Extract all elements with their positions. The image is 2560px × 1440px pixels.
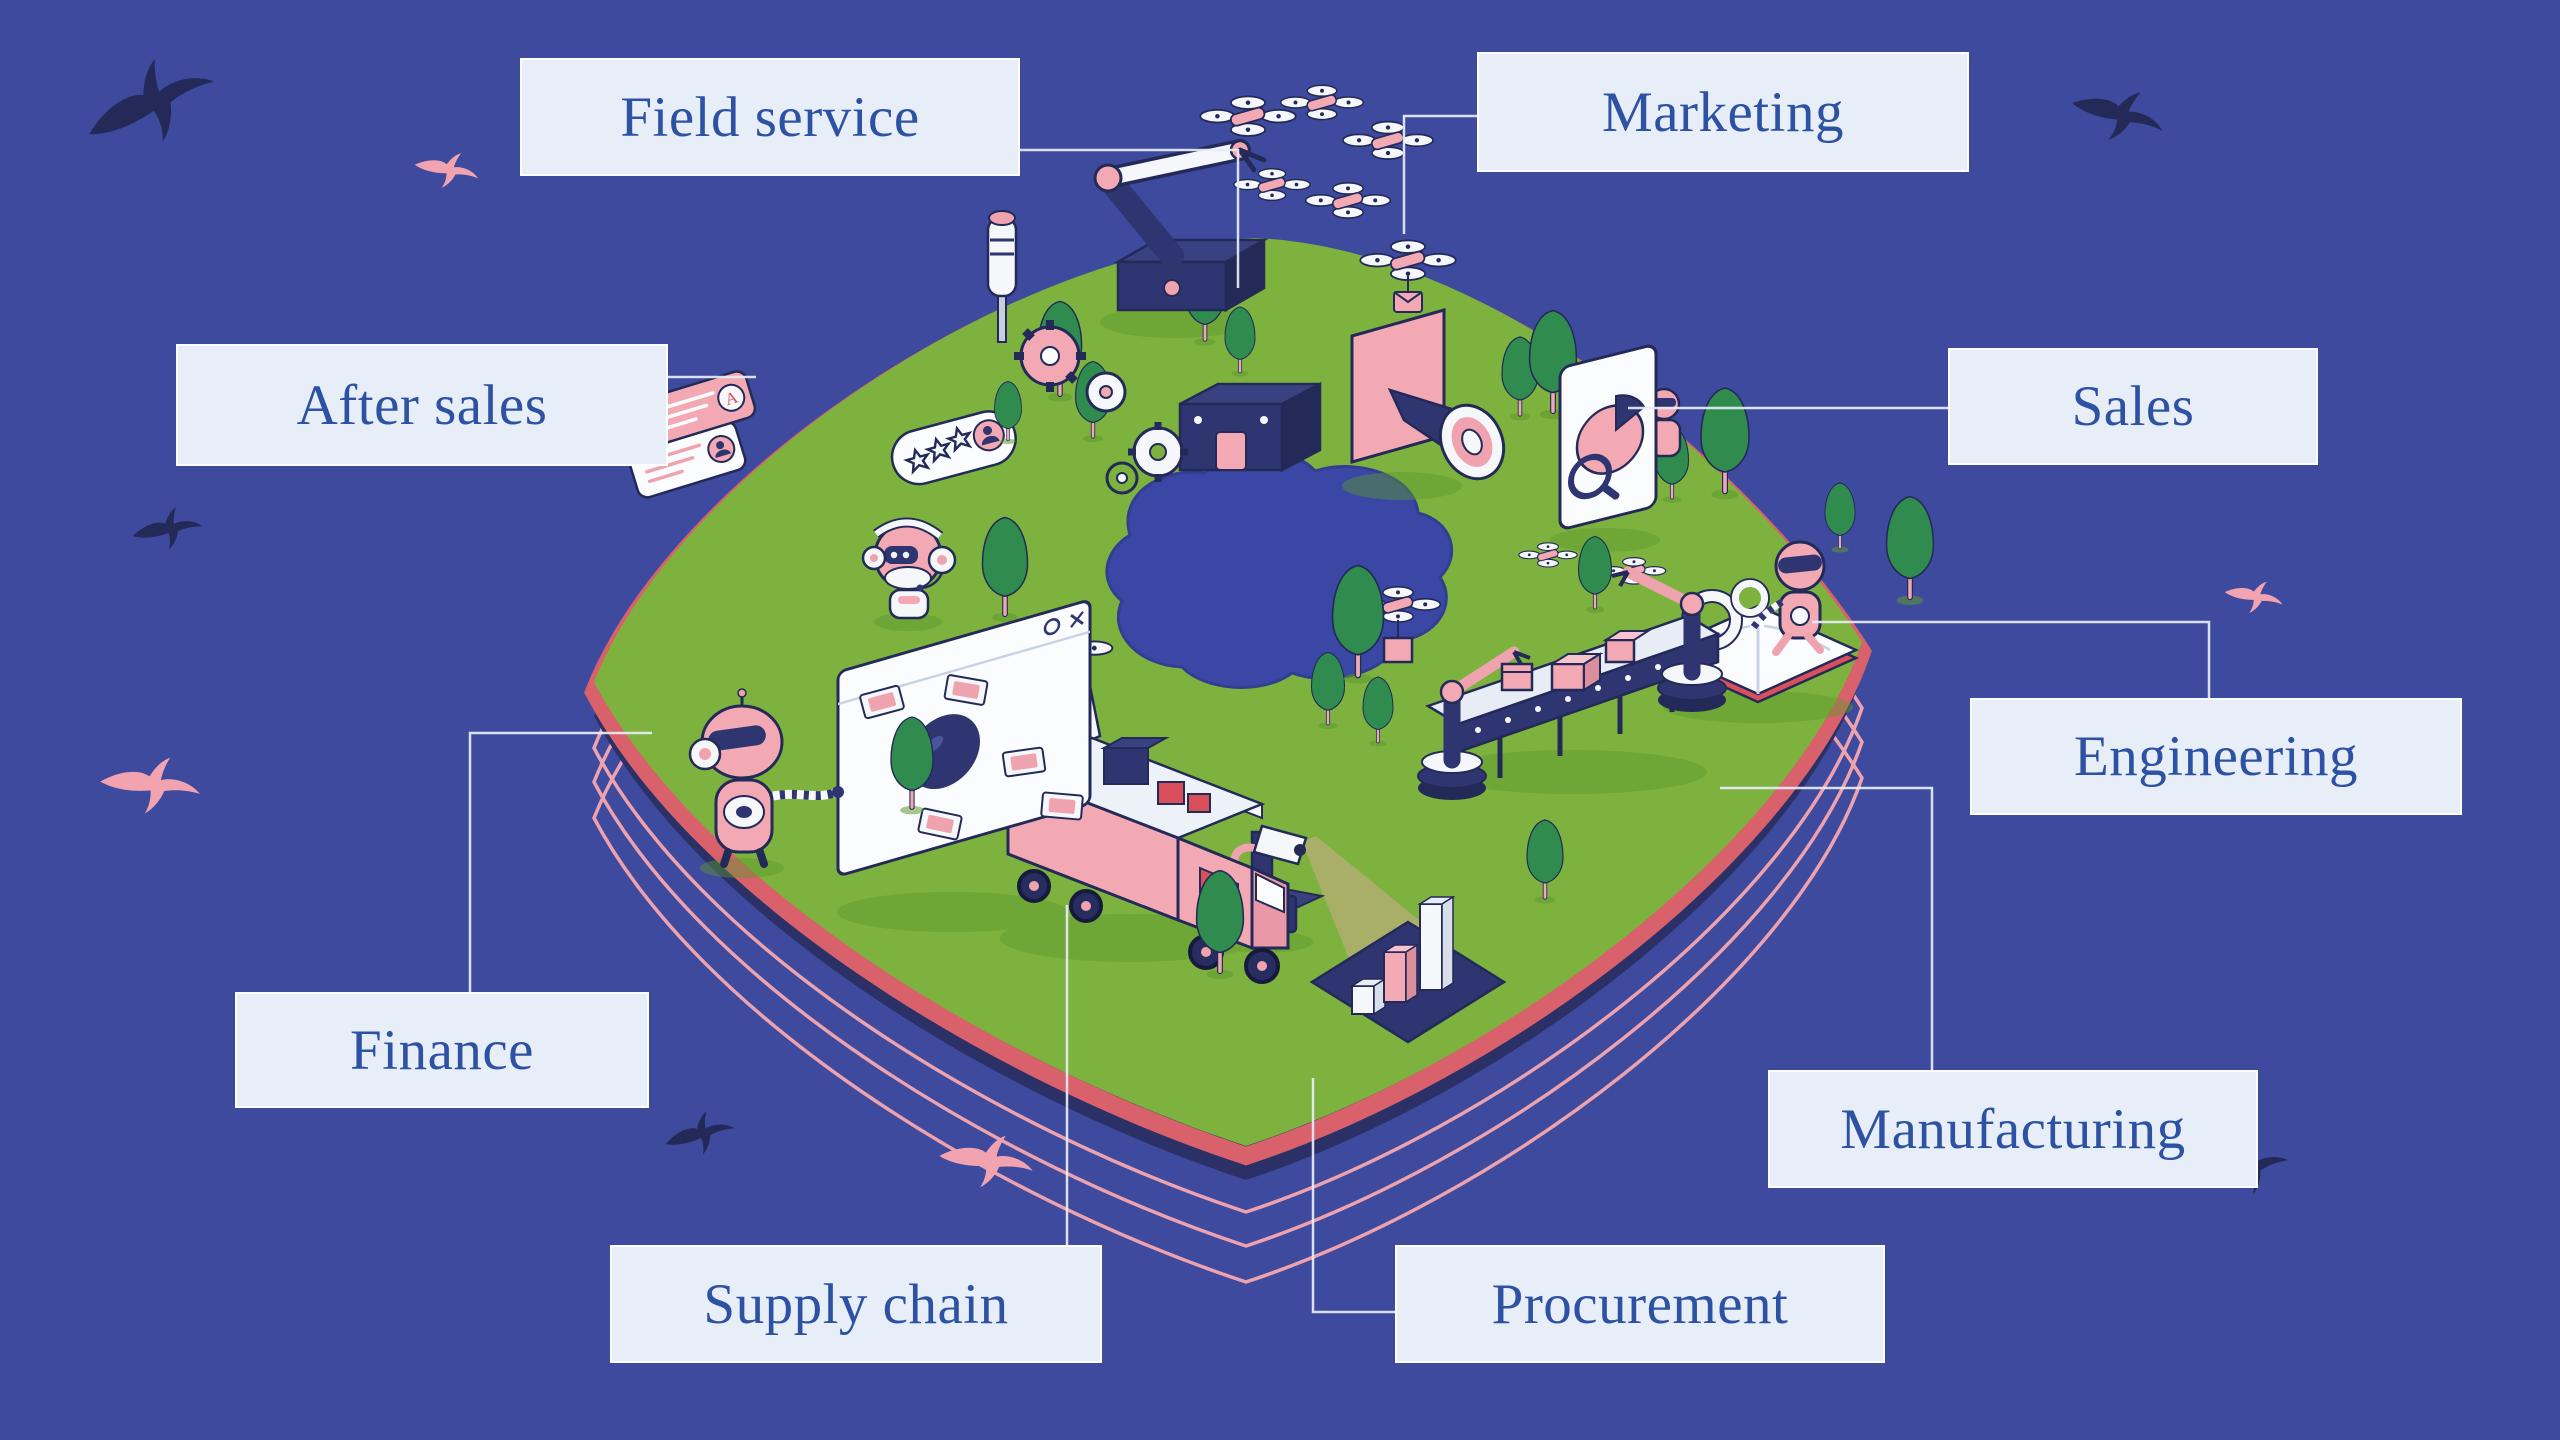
sales-cluster [1518, 344, 1682, 585]
bird-icon [410, 142, 484, 197]
manufacturing-cluster [1354, 566, 1727, 800]
connector-engineering [1812, 620, 2211, 698]
bird-icon [2064, 71, 2173, 157]
bird-icon [661, 1107, 739, 1161]
label-supply-chain-text: Supply chain [703, 1272, 1009, 1336]
label-marketing: Marketing [1477, 52, 1969, 172]
label-field-service-text: Field service [620, 85, 920, 149]
label-engineering-text: Engineering [2073, 725, 2359, 788]
label-procurement: Procurement [1395, 1245, 1885, 1363]
bird-icon [72, 42, 228, 165]
megaphone-billboard-icon [1350, 308, 1506, 481]
connector-field-service [1020, 148, 1240, 288]
review-stars-card-icon [890, 410, 1017, 486]
envelope-drone-icon [1359, 239, 1457, 313]
label-manufacturing: Manufacturing [1768, 1070, 2258, 1188]
connector-manufacturing [1720, 786, 1934, 1070]
parcel-box-icon [1548, 630, 1652, 692]
chat-bubble-cards-icon: A [627, 370, 757, 499]
label-after-sales-text: After sales [296, 373, 548, 437]
cargo-drone-icon [1354, 585, 1442, 664]
robotic-arm-icon [1611, 566, 1727, 712]
reading-robot-icon [1748, 540, 1826, 656]
connector-lines [468, 114, 2211, 1314]
label-finance: Finance [235, 992, 649, 1108]
label-supply-chain: Supply chain [610, 1245, 1102, 1363]
bar-chart-podium-icon [1309, 895, 1507, 1044]
gear-icon [1105, 422, 1188, 495]
field-service-cluster [986, 84, 1434, 413]
connector-finance [468, 731, 652, 992]
connector-marketing [1402, 114, 1477, 234]
bird-icon [2221, 571, 2288, 621]
connector-procurement [1311, 1078, 1395, 1314]
factory-building [1105, 381, 1322, 495]
pink-robot-icon [688, 688, 844, 868]
label-manufacturing-text: Manufacturing [1840, 1097, 2186, 1161]
label-engineering: Engineering [1970, 698, 2462, 815]
robotic-arm-icon [1093, 139, 1269, 313]
after-sales-cluster: A [627, 370, 1017, 631]
gear-icon [1014, 320, 1127, 413]
tablet-pie-chart-icon [1558, 344, 1658, 530]
label-procurement-text: Procurement [1491, 1272, 1789, 1336]
headset-robot-icon [861, 517, 957, 631]
robotic-arm-icon [1417, 646, 1534, 800]
bird-icon [130, 504, 205, 553]
bird-icon [96, 746, 206, 823]
screwdriver-icon [986, 210, 1018, 343]
label-sales: Sales [1948, 348, 2318, 465]
label-field-service: Field service [520, 58, 1020, 176]
label-after-sales: After sales [176, 344, 668, 466]
label-marketing-text: Marketing [1602, 80, 1844, 144]
marketing-cluster [1350, 239, 1506, 481]
label-sales-text: Sales [2071, 375, 2195, 438]
label-finance-text: Finance [350, 1018, 534, 1082]
